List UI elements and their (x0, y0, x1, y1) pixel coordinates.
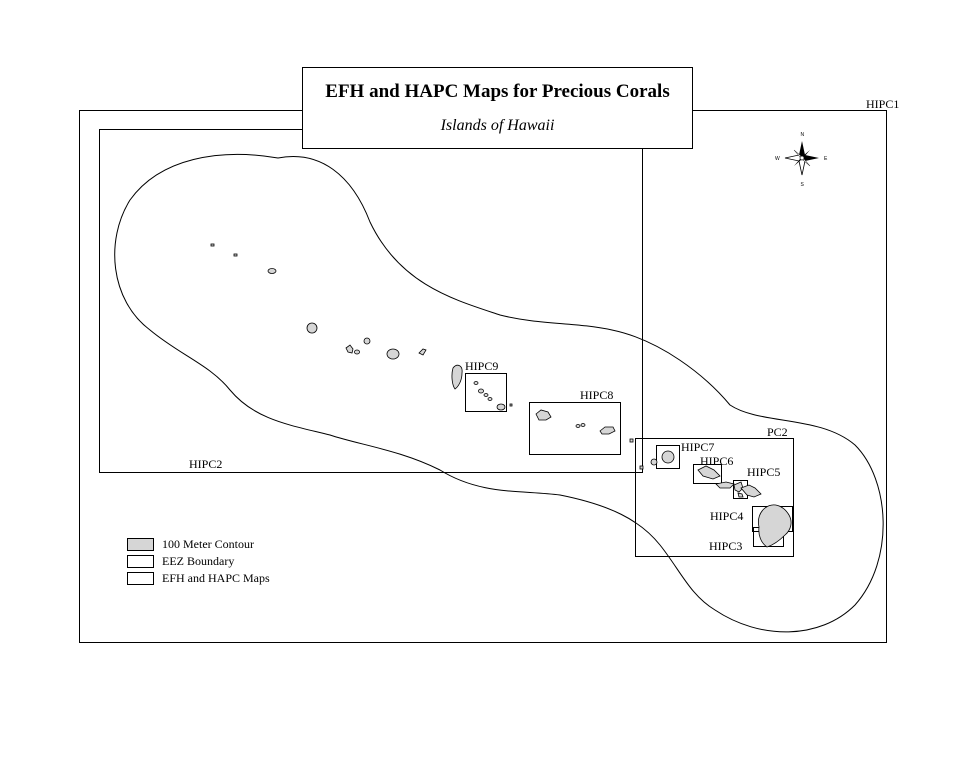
island (306, 322, 318, 334)
hipc3-label: HIPC3 (709, 539, 743, 553)
compass-rose-icon: N S E W (775, 132, 828, 188)
island (535, 409, 552, 421)
island (363, 337, 371, 345)
island (418, 348, 427, 356)
island (580, 423, 586, 427)
hipc8-frame (529, 402, 621, 455)
island (661, 450, 675, 464)
legend-label: EFH and HAPC Maps (162, 571, 270, 585)
compass-w-label: W (775, 156, 780, 162)
hipc6-label: HIPC6 (700, 454, 734, 468)
hipc1-label: HIPC1 (866, 97, 900, 111)
island (629, 438, 634, 443)
legend-label: 100 Meter Contour (162, 537, 254, 551)
hipc8-label: HIPC8 (580, 388, 614, 402)
hipc6-frame (693, 464, 722, 484)
eez-swatch (127, 555, 154, 568)
hipc4-label: HIPC4 (710, 509, 744, 523)
island (733, 481, 744, 493)
island (451, 364, 463, 390)
island (599, 426, 616, 435)
map-title: EFH and HAPC Maps for Precious Corals (325, 81, 670, 102)
title-box: EFH and HAPC Maps for Precious Corals Is… (302, 67, 693, 149)
island (233, 253, 238, 257)
island (757, 504, 792, 548)
island (575, 424, 581, 428)
islands (210, 243, 792, 548)
island (715, 481, 735, 489)
hipc7-label: HIPC7 (681, 440, 715, 454)
eez-boundary (114, 153, 884, 633)
hipc9-frame (465, 373, 507, 412)
island (509, 403, 513, 407)
map-subtitle: Islands of Hawaii (440, 117, 555, 134)
contour-swatch (127, 538, 154, 551)
compass-n-label: N (801, 132, 805, 138)
island (737, 492, 744, 498)
island (496, 403, 506, 411)
hipc2-frame (99, 129, 643, 473)
hipc2-label: HIPC2 (189, 457, 223, 471)
island (210, 243, 215, 247)
island (267, 268, 277, 274)
compass-e-label: E (824, 156, 828, 162)
pc2-label: PC2 (767, 425, 788, 439)
island (473, 381, 479, 385)
island (697, 465, 721, 480)
legend-label: EEZ Boundary (162, 554, 235, 568)
island (345, 344, 354, 354)
island (487, 397, 493, 401)
maps-swatch (127, 572, 154, 585)
island (354, 349, 360, 355)
island (478, 388, 484, 394)
hipc5-label: HIPC5 (747, 465, 781, 479)
island (483, 393, 489, 397)
island (386, 348, 400, 360)
hipc9-label: HIPC9 (465, 359, 499, 373)
island (740, 484, 762, 498)
island (639, 465, 644, 470)
hipc7-frame (656, 445, 680, 469)
island (650, 458, 658, 466)
compass-s-label: S (801, 182, 805, 188)
pc2-frame (635, 438, 794, 557)
